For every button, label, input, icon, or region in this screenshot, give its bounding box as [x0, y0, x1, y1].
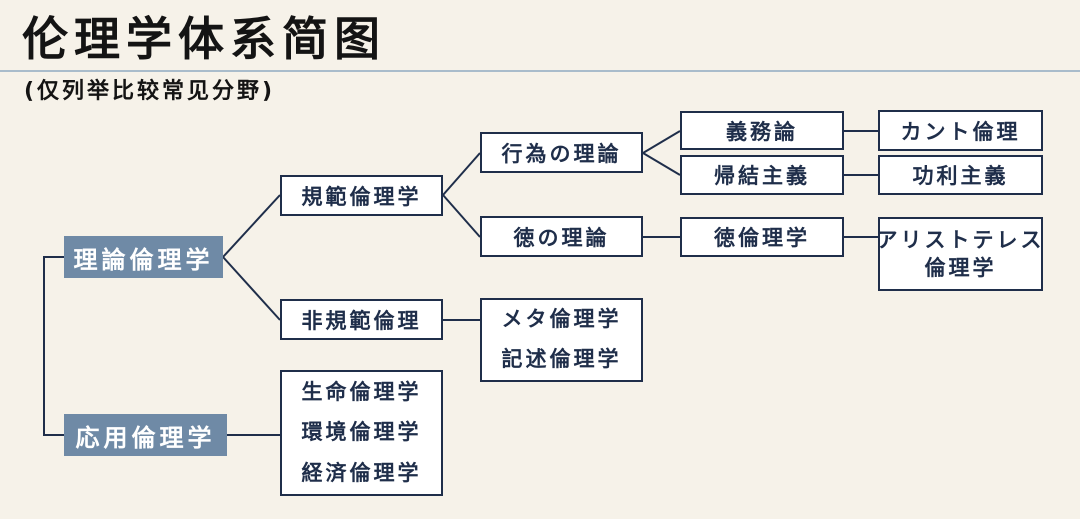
node-aristotelian-line2: 倫理学 [924, 256, 997, 280]
connector-theoretical-nonnormative [222, 256, 281, 321]
node-applied-ethics: 応用倫理学 [64, 414, 227, 456]
page-title: 伦理学体系简图 [22, 12, 386, 66]
connector-action-consequentialism [642, 152, 681, 176]
node-applied-stack: 生命倫理学 環境倫理学 経済倫理学 [280, 370, 443, 496]
node-theory-of-action: 行為の理論 [480, 132, 643, 173]
node-economic-ethics: 経済倫理学 [301, 460, 422, 485]
node-kantian-ethics: カント倫理 [878, 110, 1043, 151]
node-descriptive-ethics: 記述倫理学 [501, 347, 622, 372]
node-utilitarianism: 功利主義 [878, 155, 1043, 195]
node-theory-of-virtue: 徳の理論 [480, 216, 643, 257]
node-non-normative-stack: メタ倫理学 記述倫理学 [480, 298, 643, 382]
node-theoretical-ethics: 理論倫理学 [64, 236, 223, 278]
connector-normative-action [442, 152, 481, 196]
page-subtitle: (仅列举比较常见分野) [24, 79, 276, 104]
title-divider [0, 70, 1080, 72]
node-environmental-ethics: 環境倫理学 [301, 420, 422, 445]
connector-theoretical-normative [222, 194, 281, 258]
node-non-normative-ethics: 非規範倫理 [280, 299, 443, 340]
node-normative-ethics: 規範倫理学 [280, 175, 443, 216]
node-metaethics: メタ倫理学 [501, 307, 622, 332]
node-aristotelian-ethics: アリストテレス 倫理学 [876, 217, 1045, 291]
node-consequentialism: 帰結主義 [680, 155, 844, 195]
node-bioethics: 生命倫理学 [301, 379, 422, 404]
node-deontology: 義務論 [680, 111, 844, 150]
connector-action-deontology [642, 130, 681, 154]
node-aristotelian-line1: アリストテレス [876, 227, 1045, 252]
connector-root [43, 256, 64, 436]
connector-normative-virtue [442, 194, 481, 238]
node-virtue-ethics: 徳倫理学 [680, 217, 844, 257]
